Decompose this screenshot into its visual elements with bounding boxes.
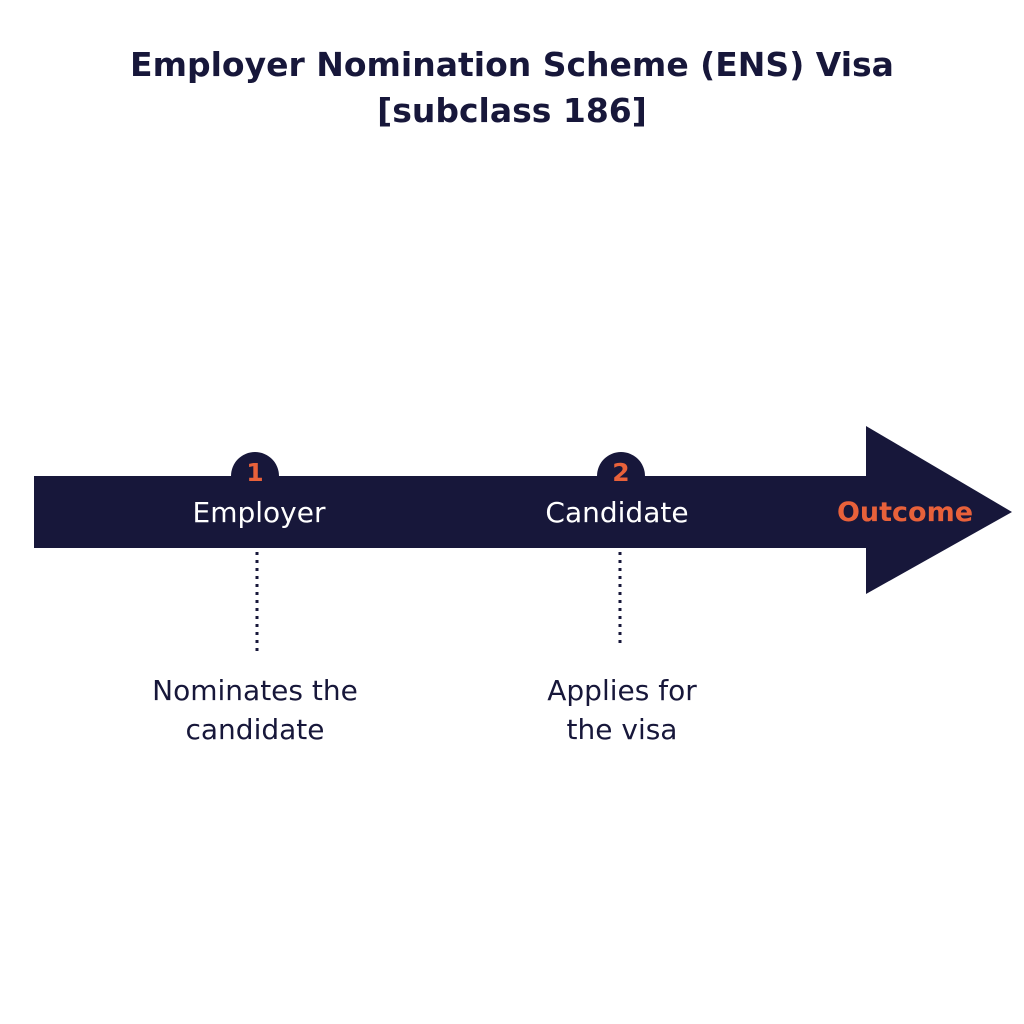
step-1-description-line-2: candidate	[185, 713, 325, 746]
step-1-description-line-1: Nominates the	[152, 674, 358, 707]
step-2-number: 2	[612, 458, 630, 487]
step-1-description: Nominates the candidate	[115, 671, 395, 749]
step-2-description-line-2: the visa	[566, 713, 678, 746]
step-1-label: Employer	[192, 496, 326, 529]
diagram-title: Employer Nomination Scheme (ENS) Visa [s…	[0, 42, 1024, 134]
step-2-description: Applies for the visa	[482, 671, 762, 749]
step-2-description-line-1: Applies for	[547, 674, 697, 707]
arrow-head	[866, 426, 1012, 594]
step-2-label: Candidate	[545, 496, 689, 529]
outcome-label: Outcome	[836, 497, 974, 528]
title-line-1: Employer Nomination Scheme (ENS) Visa	[130, 45, 894, 84]
step-1-number: 1	[246, 458, 264, 487]
arrow-shaft	[34, 476, 870, 548]
title-line-2: [subclass 186]	[377, 91, 647, 130]
